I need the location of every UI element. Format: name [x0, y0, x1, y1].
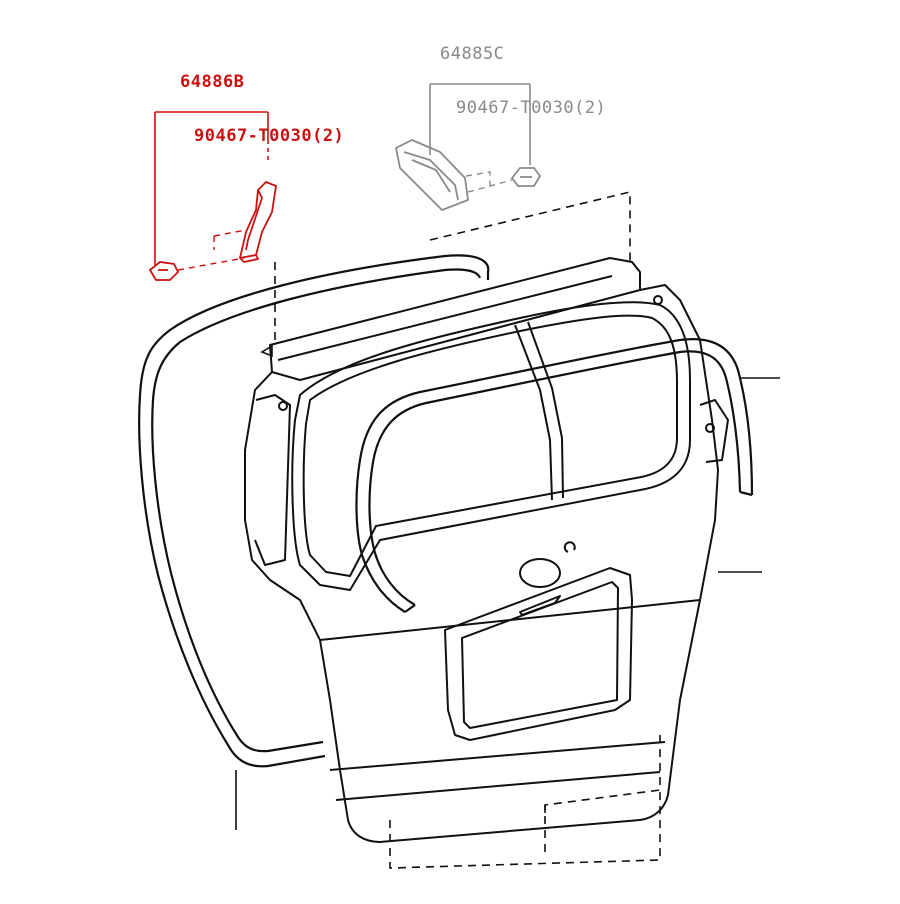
door-outline-marker	[260, 344, 273, 358]
clip-90467-T0030-red	[148, 261, 180, 281]
back-door-weatherstrip	[138, 254, 490, 768]
back-door-panel	[244, 257, 729, 843]
part-number-64886B[interactable]: 64886B	[180, 72, 245, 92]
window-weatherstrip	[355, 338, 754, 613]
clip-number-highlighted[interactable]: 90467-T0030(2)	[194, 126, 345, 146]
clip-90467-T0030-gray	[510, 167, 542, 187]
assembly-dashed-lines	[274, 190, 661, 869]
clip-dashed-gray	[465, 171, 513, 193]
part-number-64885C[interactable]: 64885C	[440, 44, 505, 64]
clip-number-other[interactable]: 90467-T0030(2)	[456, 98, 607, 118]
clip-dashed-red	[177, 229, 247, 271]
callout-64886B-lines	[154, 111, 269, 265]
cover-part-64886B	[239, 181, 277, 263]
body-leader-lines	[235, 377, 780, 830]
cover-part-64885C	[395, 139, 469, 211]
callout-64885C-lines	[429, 83, 531, 165]
